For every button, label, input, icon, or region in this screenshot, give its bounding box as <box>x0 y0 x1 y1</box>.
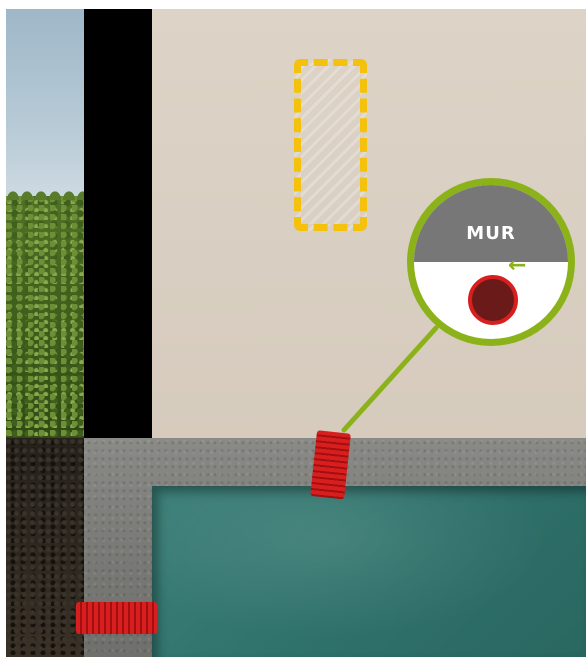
window-placeholder <box>294 59 367 231</box>
hedge <box>6 196 84 438</box>
pool-water <box>152 486 586 657</box>
horizontal-pipe <box>76 602 157 634</box>
callout-inner: MUR ← <box>414 185 568 339</box>
sky <box>6 9 84 204</box>
arrow-left-icon: ← <box>508 255 526 277</box>
vertical-pipe <box>310 430 351 499</box>
outer-wall <box>84 9 152 438</box>
wall-callout: MUR ← <box>407 178 575 346</box>
callout-wall-section: MUR <box>414 185 568 262</box>
soil <box>6 438 84 657</box>
pipe-section-icon <box>468 275 518 325</box>
